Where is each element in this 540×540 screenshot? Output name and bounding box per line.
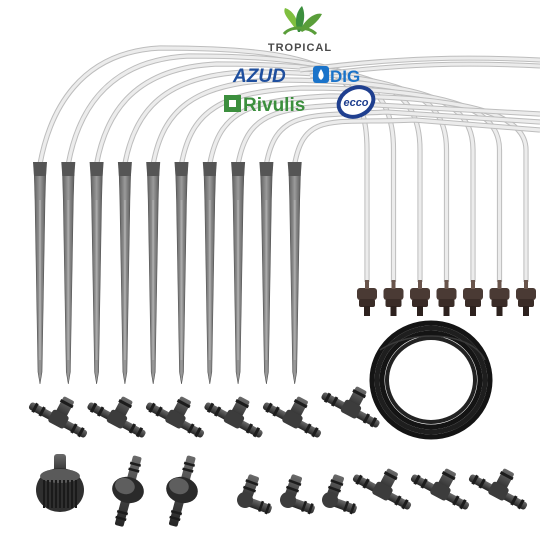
tee-connector — [87, 396, 146, 438]
dripper-group — [357, 280, 536, 316]
stake — [89, 162, 104, 385]
dripper — [436, 280, 457, 316]
microtube-highlight — [264, 110, 540, 165]
rivulis-logo: Rivulis — [224, 95, 305, 116]
dripper — [516, 280, 536, 316]
flow-valve — [112, 455, 144, 527]
tee-connector — [468, 468, 528, 510]
brand-rivulis: Rivulis — [243, 95, 305, 116]
tee-connector — [321, 386, 380, 428]
flow-valve — [166, 455, 198, 527]
stake — [33, 162, 47, 385]
tee-connector — [352, 468, 412, 510]
stake — [231, 162, 246, 385]
dripper — [383, 280, 404, 316]
elbow-connector — [322, 474, 357, 515]
brand-ecco: ecco — [343, 97, 368, 109]
microtube-highlight — [293, 118, 540, 165]
elbow-connector — [280, 474, 315, 515]
tee-connector — [28, 396, 88, 438]
stake — [61, 162, 76, 385]
stake — [174, 162, 189, 385]
brand-tropical: TROPICAL — [268, 42, 332, 54]
dripper — [463, 280, 483, 316]
elbow-connector — [237, 474, 272, 515]
stake — [202, 162, 217, 385]
stake — [117, 162, 132, 385]
tee-connector — [204, 396, 263, 438]
hose-coil — [369, 320, 493, 440]
azud-logo: AZUD — [232, 66, 286, 87]
dig-logo: DIG — [313, 66, 360, 86]
stake-group — [33, 162, 302, 385]
tee-connector — [410, 468, 470, 510]
stake — [287, 162, 302, 385]
dripper — [489, 280, 510, 316]
brand-azud: AZUD — [232, 66, 286, 87]
ecco-logo: ecco — [336, 85, 376, 119]
tropical-leaf-icon — [284, 8, 298, 30]
microtube — [150, 77, 476, 282]
ecco-oval-icon — [336, 85, 376, 119]
dripper — [410, 280, 430, 316]
tee-connector — [262, 396, 322, 438]
end-cap — [36, 454, 84, 512]
stake — [259, 162, 274, 385]
microtube-highlight — [309, 62, 540, 78]
tropical-logo: TROPICAL — [268, 6, 332, 54]
microtube-highlight — [151, 78, 475, 282]
tee-connector — [145, 396, 205, 438]
stake — [146, 162, 161, 385]
brand-dig: DIG — [330, 67, 360, 86]
microtube-highlight — [299, 56, 540, 72]
dripper — [357, 280, 377, 316]
fittings-group — [28, 386, 528, 527]
